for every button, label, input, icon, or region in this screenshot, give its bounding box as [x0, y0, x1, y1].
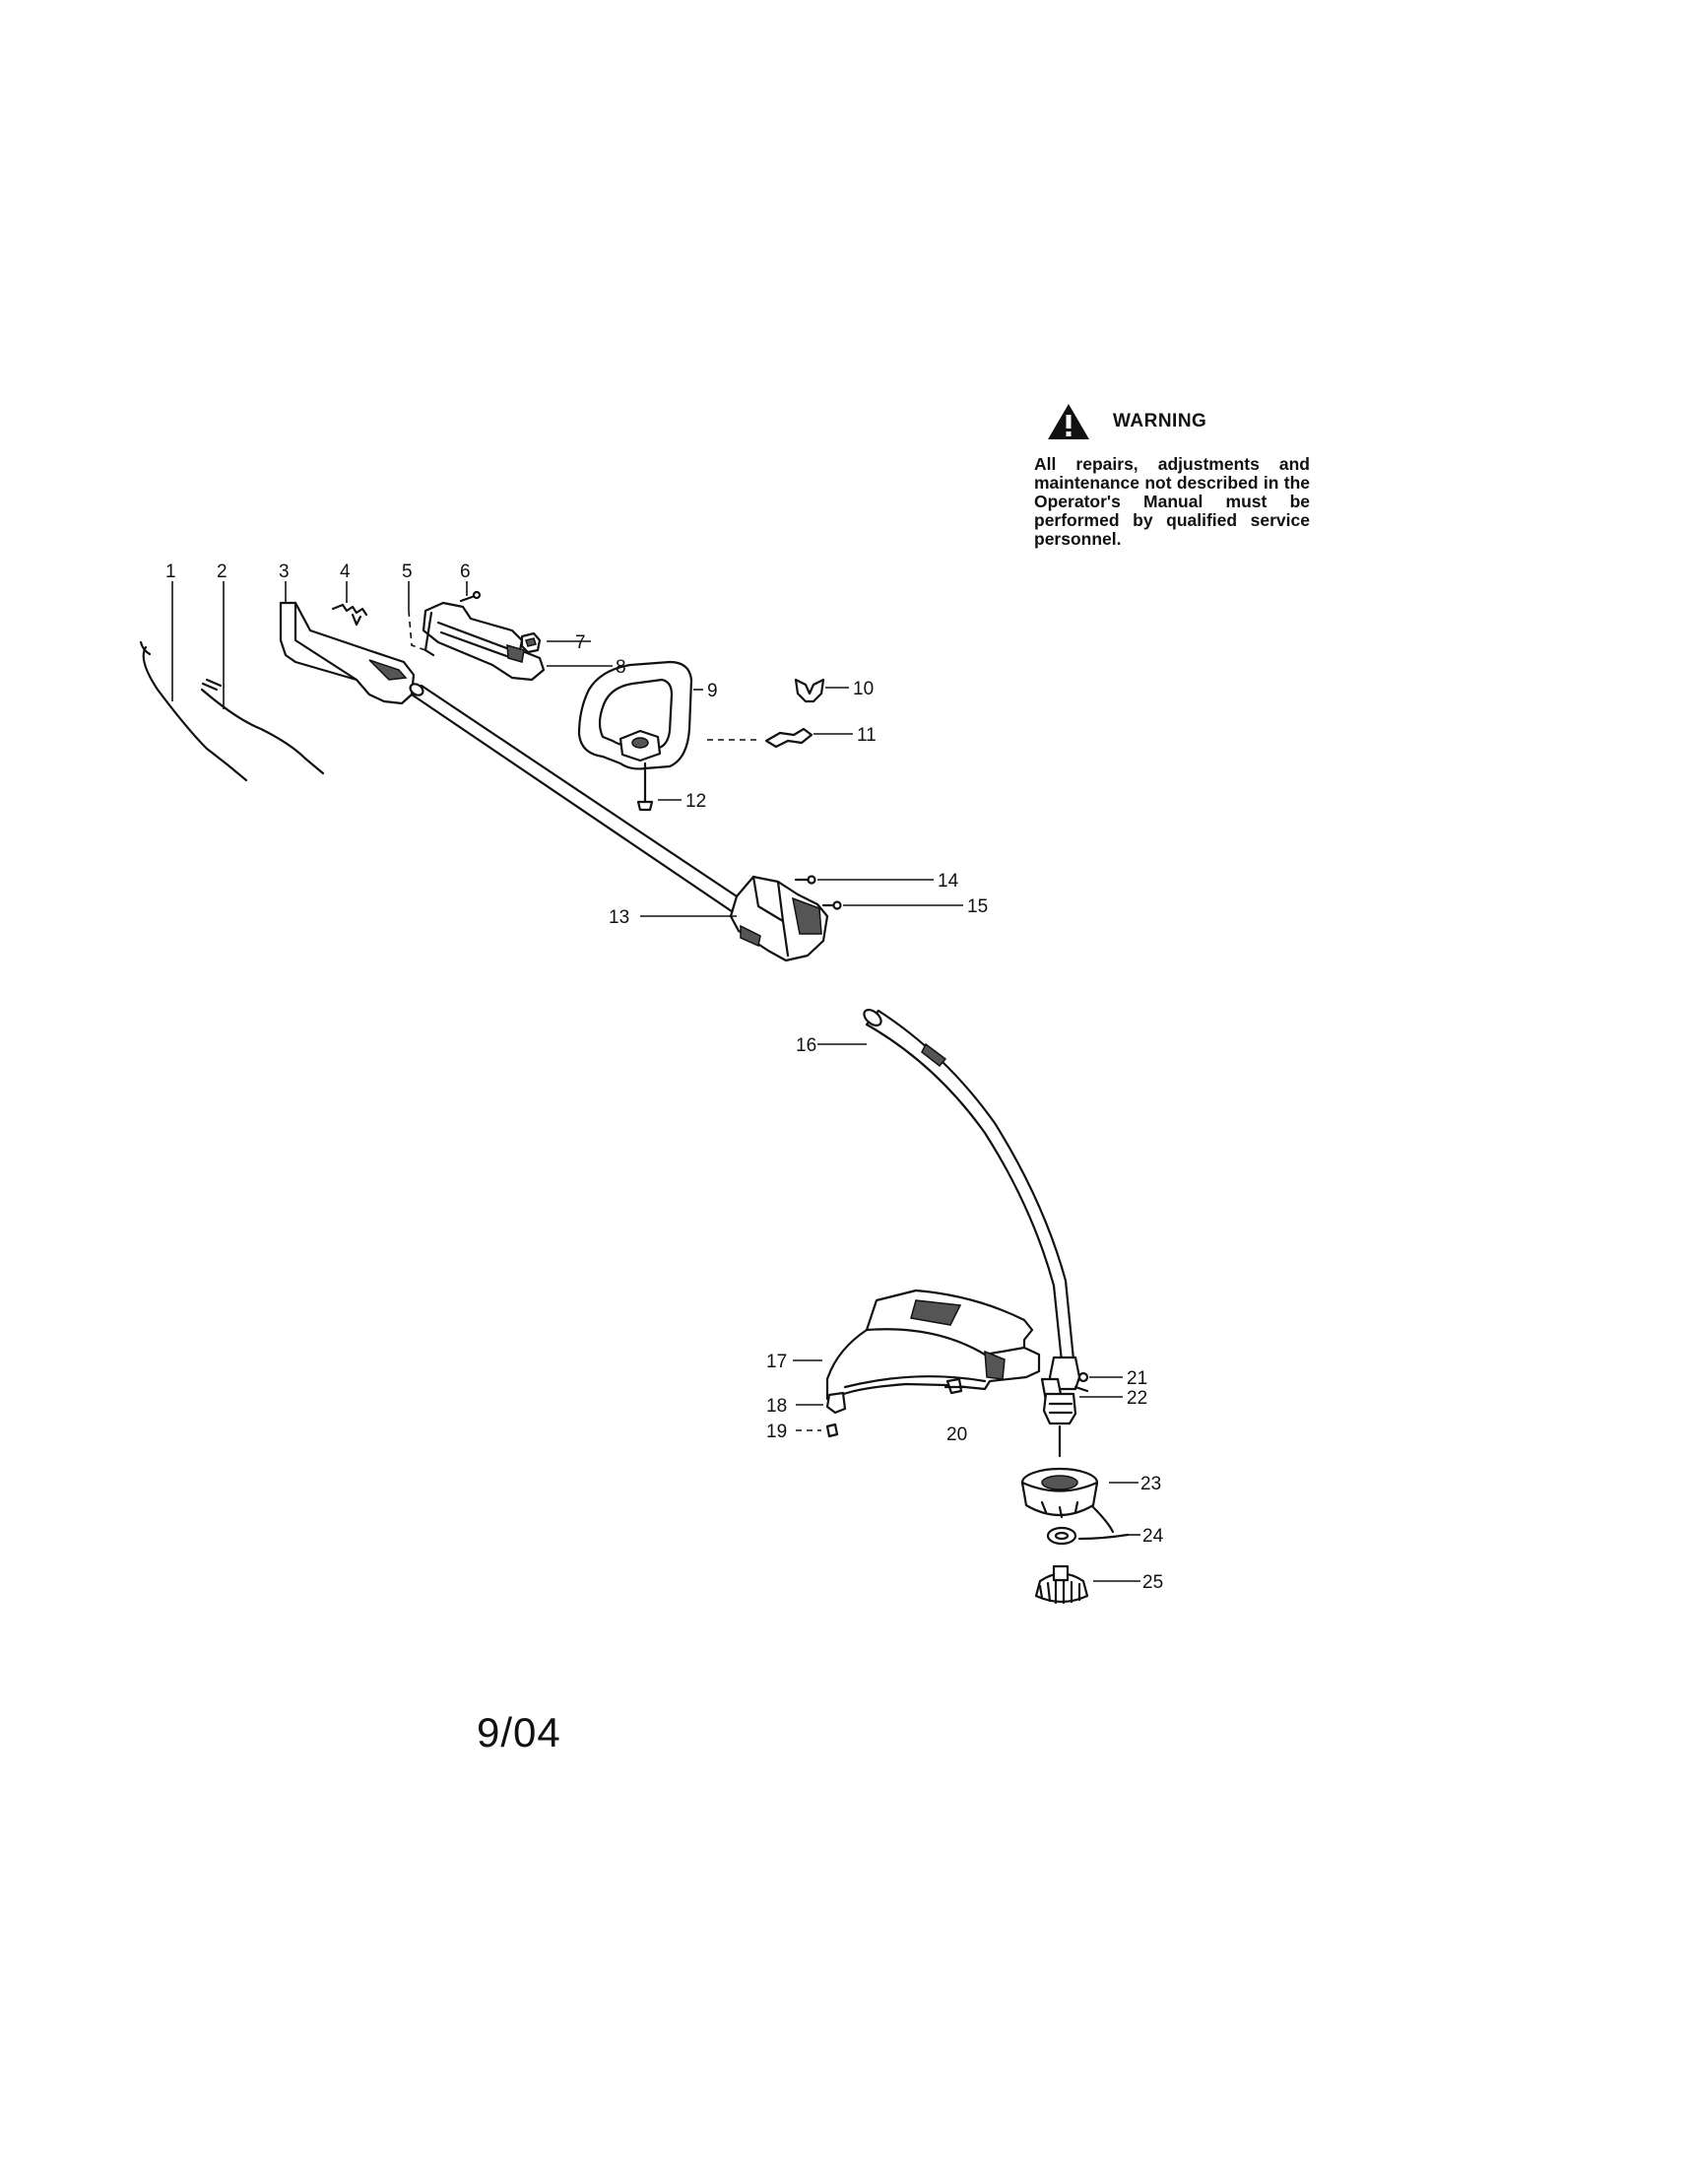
part-8-handle-housing: [422, 601, 546, 682]
part-label-19: 19: [766, 1422, 787, 1442]
part-17-guard: [793, 1289, 1041, 1401]
part-label-12: 12: [685, 791, 706, 812]
part-label-2: 2: [217, 562, 228, 582]
part-label-17: 17: [766, 1352, 787, 1372]
part-20-blade: [943, 1377, 967, 1395]
part-12-bolt: [636, 761, 682, 812]
warning-title: WARNING: [1113, 411, 1207, 431]
part-label-1: 1: [165, 562, 176, 582]
part-labels: 1 2 3 4 5 6 7 8 9 10 11 12 13 14 15 16 1…: [165, 562, 1164, 1593]
part-label-20: 20: [946, 1424, 967, 1445]
part-9-loop-handle: [577, 660, 703, 770]
part-label-10: 10: [853, 679, 874, 699]
part-5-pin: [408, 581, 426, 651]
part-label-25: 25: [1142, 1572, 1163, 1593]
part-label-5: 5: [402, 562, 413, 582]
part-2-wire: [200, 581, 325, 775]
warning-notice: WARNING All repairs, adjustments and mai…: [1034, 402, 1310, 549]
part-label-16: 16: [796, 1035, 816, 1056]
revision-date: 9/04: [477, 1709, 561, 1755]
part-label-18: 18: [766, 1396, 787, 1417]
part-6-screw: [459, 581, 482, 603]
part-7-nut: [520, 631, 591, 654]
part-label-13: 13: [609, 907, 629, 928]
part-1-cable: [139, 581, 248, 782]
part-label-24: 24: [1142, 1526, 1164, 1547]
part-24-washer: [1046, 1526, 1140, 1546]
part-label-3: 3: [279, 562, 290, 582]
part-label-7: 7: [575, 632, 586, 653]
part-label-22: 22: [1127, 1388, 1147, 1409]
part-15-screw: [821, 900, 963, 910]
part-25-knob: [1034, 1564, 1140, 1605]
warning-header: WARNING: [1046, 402, 1310, 441]
part-label-11: 11: [857, 725, 877, 746]
part-label-9: 9: [707, 681, 718, 701]
warning-triangle-icon: [1048, 404, 1089, 439]
part-3-rear-handle: [279, 581, 416, 705]
part-label-4: 4: [340, 562, 351, 582]
part-21-22-gearhead: [1040, 1356, 1123, 1425]
warning-text: All repairs, adjustments and maintenance…: [1034, 454, 1310, 549]
part-label-8: 8: [616, 657, 626, 678]
part-19-nut: [796, 1423, 839, 1438]
part-label-14: 14: [938, 871, 959, 892]
part-11-clamp: [707, 727, 853, 749]
part-18-clip: [796, 1391, 847, 1415]
part-10-wing-nut: [794, 678, 849, 703]
part-13-main-shaft: [409, 683, 829, 962]
part-14-screw: [794, 875, 934, 885]
part-label-15: 15: [967, 896, 988, 917]
part-label-21: 21: [1127, 1368, 1147, 1389]
part-label-6: 6: [460, 562, 471, 582]
part-23-spool: [1020, 1424, 1138, 1534]
part-4-spring: [331, 581, 368, 627]
part-label-23: 23: [1140, 1474, 1161, 1494]
